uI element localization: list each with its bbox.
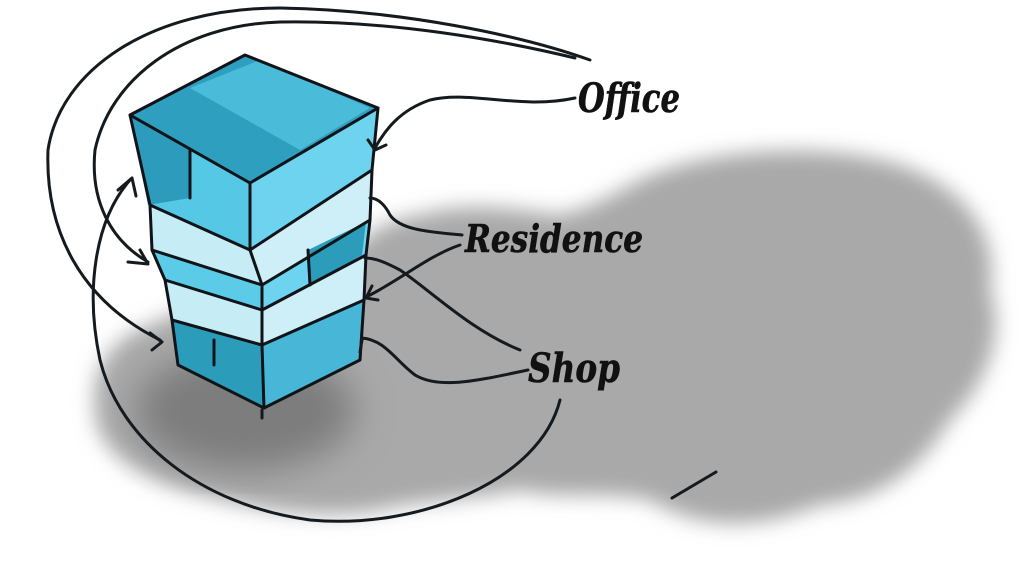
floor-shop-side [262,300,364,408]
leader-shop-big-loop [91,178,562,523]
floor-residence-lower-side [262,255,366,345]
floor-residence-lower-front [165,280,262,345]
arrowhead-office-mid [126,248,150,266]
arrowhead-shop-loop [116,176,138,198]
tick-mark-building-corner [358,338,364,354]
floor-residence-upper-side [250,170,372,285]
leader-shop-to-residence [363,256,522,352]
floor-residence-upper-front [150,205,262,285]
leader-residence-upper [368,196,464,237]
stray-pen-stroke [670,470,718,500]
floor-office-lower-dark-panel [308,222,366,285]
leader-office-to-upper [373,95,577,150]
building-top-highlight [190,60,370,150]
building-outlines [128,53,380,410]
building [128,53,380,410]
labels: Office Residence Shop [464,75,680,393]
floor-shop-front [172,320,264,408]
floor-office-lower-front [152,250,262,310]
leader-residence-lower [366,243,462,298]
leader-office-inner-loop [92,20,577,264]
arrowhead-office-upper [366,138,388,152]
leader-office-wide-loop [46,6,592,342]
label-shop: Shop [528,345,620,392]
arrowhead-office-lower-left [148,331,164,352]
leader-lines [46,6,718,523]
label-residence: Residence [464,216,643,261]
arrowhead-residence-lower [364,284,380,302]
leader-shop-to-ground [360,336,530,385]
label-office: Office [578,75,680,122]
floor-office-upper-side [250,108,378,250]
